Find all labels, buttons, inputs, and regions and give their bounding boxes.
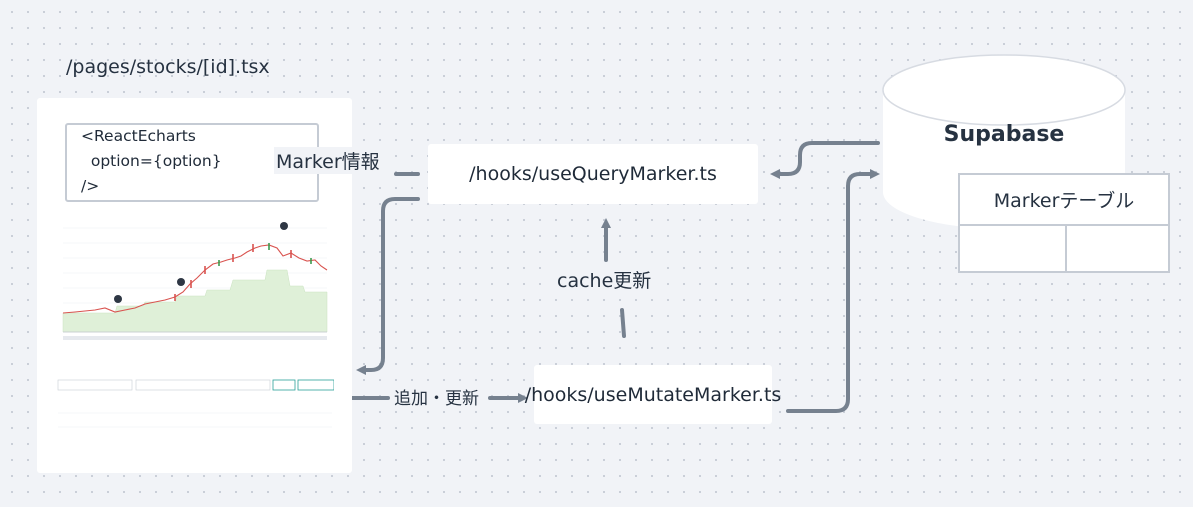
chart-zoom-slider: [63, 336, 327, 340]
marker-panel-cancel-button: [297, 379, 334, 391]
marker-table: Markerテーブル: [958, 173, 1170, 273]
edge-label-marker-info: Marker情報: [274, 147, 382, 174]
code-line-2: option={option}: [81, 152, 222, 170]
arrow-cache-update-a: [620, 308, 626, 338]
marker-table-cell: [960, 226, 1067, 273]
use-mutate-marker-node: /hooks/useMutateMarker.ts: [525, 365, 781, 424]
use-query-marker-node: /hooks/useQueryMarker.ts: [428, 144, 758, 204]
arrow-mutate-to-supabase: [786, 169, 880, 413]
code-line-1: <ReactEcharts: [81, 127, 196, 145]
arrow-supabase-to-query: [770, 141, 880, 179]
chart-marker-pins: [114, 222, 288, 303]
marker-table-cell: [1067, 226, 1170, 273]
marker-panel-input-1: [57, 379, 133, 391]
supabase-label: Supabase: [943, 122, 1065, 147]
code-line-3: />: [81, 177, 100, 195]
marker-panel-save-button: [272, 379, 296, 391]
marker-table-header: Markerテーブル: [960, 175, 1168, 226]
marker-panel-input-2: [135, 379, 271, 391]
edge-label-cache-update: cache更新: [555, 266, 654, 293]
marker-info-panel-thumbnail: [56, 367, 334, 430]
arrow-query-to-chart: [356, 197, 420, 375]
stock-chart-thumbnail: [55, 218, 332, 343]
page-file-label: /pages/stocks/[id].tsx: [66, 56, 270, 78]
marker-panel-background: [56, 367, 334, 430]
edge-label-add-update: 追加・更新: [392, 384, 481, 409]
react-echarts-code-box: <ReactEcharts option={option} />: [65, 123, 319, 202]
chart-price-line: [62, 244, 328, 314]
chart-candles: [174, 243, 312, 301]
